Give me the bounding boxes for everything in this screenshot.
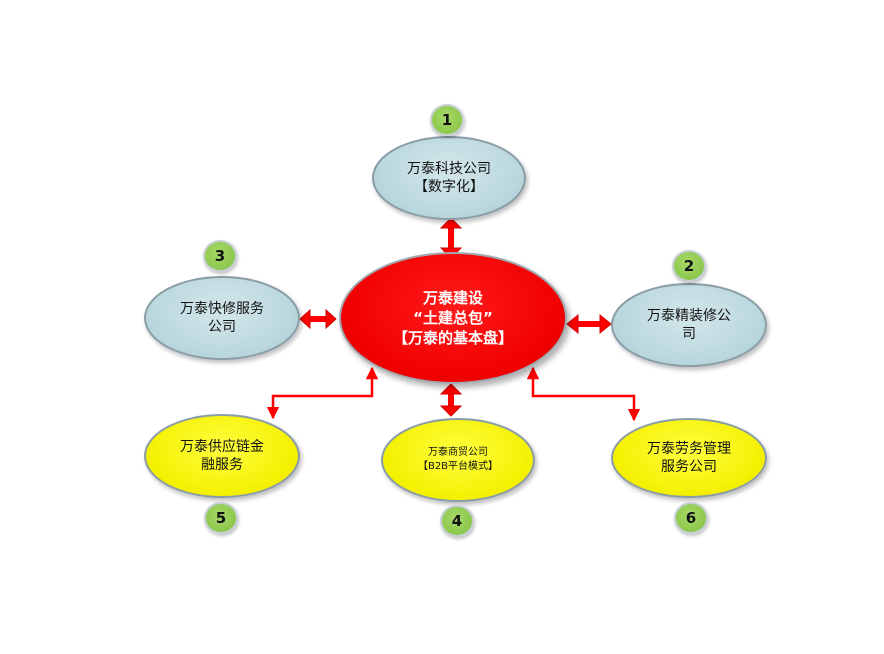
arrow-center-node4 <box>439 383 463 417</box>
node-6-line-2: 服务公司 <box>661 459 717 475</box>
node-5-number-badge: 5 <box>204 502 238 534</box>
node-2-line-2: 司 <box>682 326 696 342</box>
node-2-number-badge: 2 <box>672 250 706 282</box>
node-3-line-1: 万泰快修服务 <box>180 301 264 317</box>
node-1-number-badge: 1 <box>430 104 464 136</box>
node-4-line-2: 【B2B平台模式】 <box>417 461 499 472</box>
node-3-line-2: 公司 <box>208 319 236 335</box>
node-4: 万泰商贸公司 【B2B平台模式】 <box>381 418 535 502</box>
node-3-number-badge: 3 <box>203 240 237 272</box>
node-2: 万泰精装修公 司 <box>611 283 767 367</box>
node-2-line-1: 万泰精装修公 <box>647 308 731 324</box>
center-node-line-1: 万泰建设 <box>422 289 483 307</box>
arrow-center-node5 <box>266 366 379 420</box>
center-node-line-3: 【万泰的基本盘】 <box>392 329 513 347</box>
arrow-center-node6 <box>526 366 641 422</box>
node-6-line-1: 万泰劳务管理 <box>647 441 731 457</box>
arrow-center-node2 <box>566 313 612 335</box>
arrow-center-node3 <box>299 308 337 330</box>
node-1: 万泰科技公司 【数字化】 <box>372 136 526 220</box>
node-3: 万泰快修服务 公司 <box>144 276 300 360</box>
center-node: 万泰建设 “土建总包” 【万泰的基本盘】 <box>339 252 567 384</box>
node-4-number-badge: 4 <box>440 505 474 537</box>
node-5-line-1: 万泰供应链金 <box>180 439 264 455</box>
node-1-line-1: 万泰科技公司 <box>407 161 491 177</box>
node-6-number-badge: 6 <box>674 502 708 534</box>
node-1-line-2: 【数字化】 <box>414 179 484 195</box>
node-5-line-2: 融服务 <box>201 457 243 473</box>
node-5: 万泰供应链金 融服务 <box>144 414 300 498</box>
node-4-line-1: 万泰商贸公司 <box>428 447 488 458</box>
center-node-line-2: “土建总包” <box>413 309 493 327</box>
node-6: 万泰劳务管理 服务公司 <box>611 418 767 498</box>
